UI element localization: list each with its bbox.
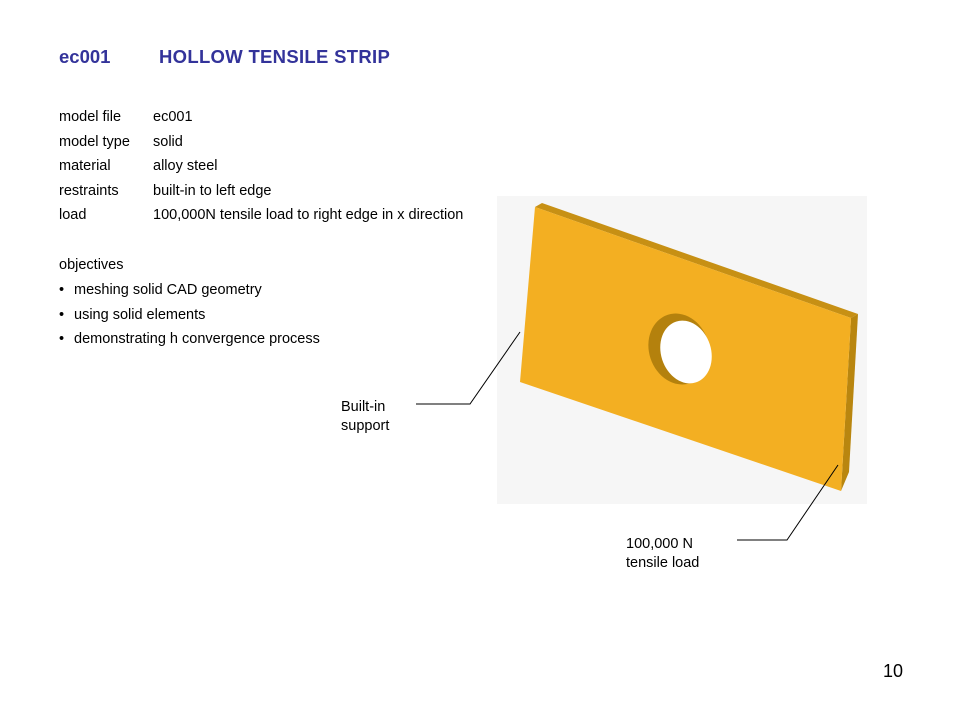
page-number: 10 (883, 661, 904, 681)
callout-line: support (341, 418, 390, 434)
title-code: ec001 (59, 46, 111, 67)
property-value: alloy steel (153, 158, 218, 174)
model-properties: model file ec001 model type solid material… (59, 109, 463, 232)
property-value: built-in to left edge (153, 182, 272, 199)
objective-text: using solid elements (74, 306, 206, 323)
callout-line: Built-in (341, 399, 386, 415)
hole-opening (660, 320, 712, 384)
objectives-heading: objectives (59, 257, 124, 273)
bullet-icon: • (59, 306, 65, 323)
bullet-icon: • (59, 282, 65, 298)
property-value: ec001 (153, 109, 193, 125)
bullet-icon: • (59, 331, 65, 347)
callout-line: tensile load (626, 555, 700, 571)
list-item: • demonstrating h convergence process (59, 331, 320, 356)
support-leader-line (416, 331, 521, 405)
callout-built-in-support: Built-in support (341, 398, 389, 436)
objective-text: demonstrating h convergence process (74, 331, 320, 347)
property-row: load 100,000N tensile load to right edge … (59, 207, 463, 232)
title-name: HOLLOW TENSILE STRIP (159, 46, 391, 67)
callout-line: 100,000 N (626, 536, 693, 552)
objective-text: meshing solid CAD geometry (74, 282, 262, 298)
callout-tensile-load: 100,000 N tensile load (626, 535, 699, 573)
property-label: restraints (59, 182, 119, 199)
property-value: solid (153, 133, 183, 150)
property-row: restraints built-in to left edge (59, 183, 463, 208)
property-row: material alloy steel (59, 158, 463, 183)
property-label: model type (59, 133, 130, 150)
objectives-list: objectives • meshing solid CAD geometry •… (59, 257, 320, 356)
list-item: • using solid elements (59, 307, 320, 332)
property-label: load (59, 207, 87, 223)
strip-top-face (535, 203, 858, 318)
slide-title: ec001 HOLLOW TENSILE STRIP (59, 46, 390, 68)
property-row: model type solid (59, 134, 463, 159)
property-label: model file (59, 109, 122, 125)
list-item: • meshing solid CAD geometry (59, 282, 320, 307)
strip-side-face (841, 314, 858, 491)
property-value: 100,000N tensile load to right edge in x… (153, 207, 464, 223)
load-leader-line (737, 464, 839, 541)
property-row: model file ec001 (59, 109, 463, 134)
property-label: material (59, 158, 111, 174)
